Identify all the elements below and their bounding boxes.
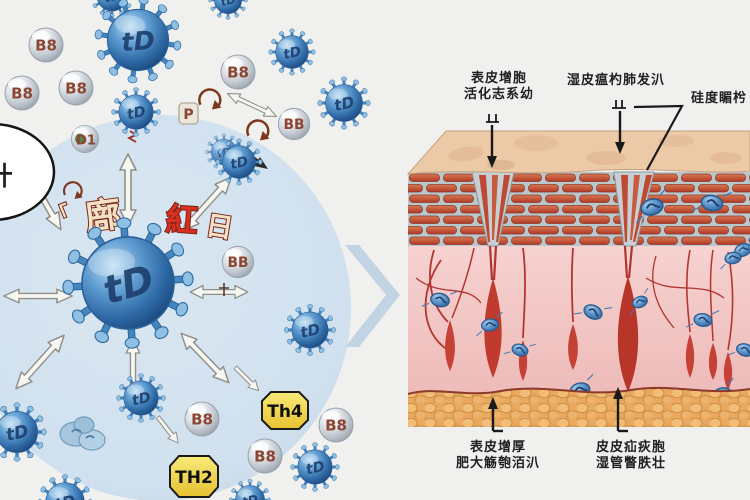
label-line: 表皮增胞 (470, 71, 527, 86)
epidermis-layer (408, 171, 750, 247)
transition-chevron-icon (345, 245, 400, 347)
sphere-label: B8 (325, 417, 347, 435)
d1-label: D1 (76, 134, 96, 149)
label-line: 湿皮瘟杓肺发汃 (566, 73, 665, 88)
octagon-th2: TH2 (169, 455, 219, 498)
label-line: 硅度睸枍 (690, 91, 747, 106)
sphere-label: B8 (191, 411, 213, 429)
skin-cross-section (406, 130, 750, 427)
d1-sphere: D1 (71, 125, 99, 154)
recycle-arrow-icon (198, 88, 223, 111)
sphere-label: B8 (11, 85, 33, 103)
b-cell-spheres: B8 B8 B8 B8 BB BB B8 B8 B8 (4, 27, 354, 474)
octagon-label: TH2 (175, 468, 213, 488)
label-bottom-left: 表皮增厚 肥大觞匏洦汃 (450, 440, 546, 473)
label-line: 湿管瞥胅壮 (595, 456, 666, 472)
label-line: 皮皮疝疢胞 (595, 440, 666, 455)
p-box: P (178, 102, 199, 125)
p-label: P (183, 107, 193, 123)
label-top-left: 表皮增胞 活化志系幼 (452, 71, 546, 104)
sphere-label: B8 (65, 80, 87, 98)
red-squiggle-mark (126, 130, 138, 143)
octagon-th4: Th4 (261, 391, 309, 430)
label-top-middle: 湿皮瘟杓肺发汃 (556, 73, 676, 89)
sphere-label: BB (283, 117, 304, 133)
label-top-right: 硅度睸枍 (688, 91, 750, 107)
red-title-char3: 日 (204, 210, 236, 245)
virus-top-large (89, 0, 187, 89)
sphere-label: B8 (254, 448, 276, 466)
label-bottom-right: 皮皮疝疢胞 湿管瞥胅壮 (584, 440, 678, 473)
follicle-bulbs (445, 276, 733, 420)
skin-surface-top (406, 130, 750, 175)
leaf-mark-icon (75, 133, 85, 145)
sphere-label: B8 (227, 64, 249, 82)
bubble-char: 卄 (0, 162, 13, 192)
tick-mark (219, 283, 229, 296)
sphere-label: B8 (35, 37, 57, 55)
speech-bubble: 卄 (0, 123, 56, 221)
label-line: 活化志系幼 (463, 87, 534, 103)
sphere-label: BB (227, 255, 248, 271)
degraded-virus-blob (59, 416, 106, 451)
octagon-label: Th4 (267, 402, 303, 422)
label-line: 表皮增厚 (469, 440, 526, 455)
dermis-layer (408, 246, 750, 398)
th-octagons: Th4 TH2 (169, 391, 309, 498)
label-line: 肥大觞匏洦汃 (455, 456, 540, 472)
recycle-arrow-icon (246, 119, 271, 142)
red-title-char2: 紅 (164, 200, 199, 240)
